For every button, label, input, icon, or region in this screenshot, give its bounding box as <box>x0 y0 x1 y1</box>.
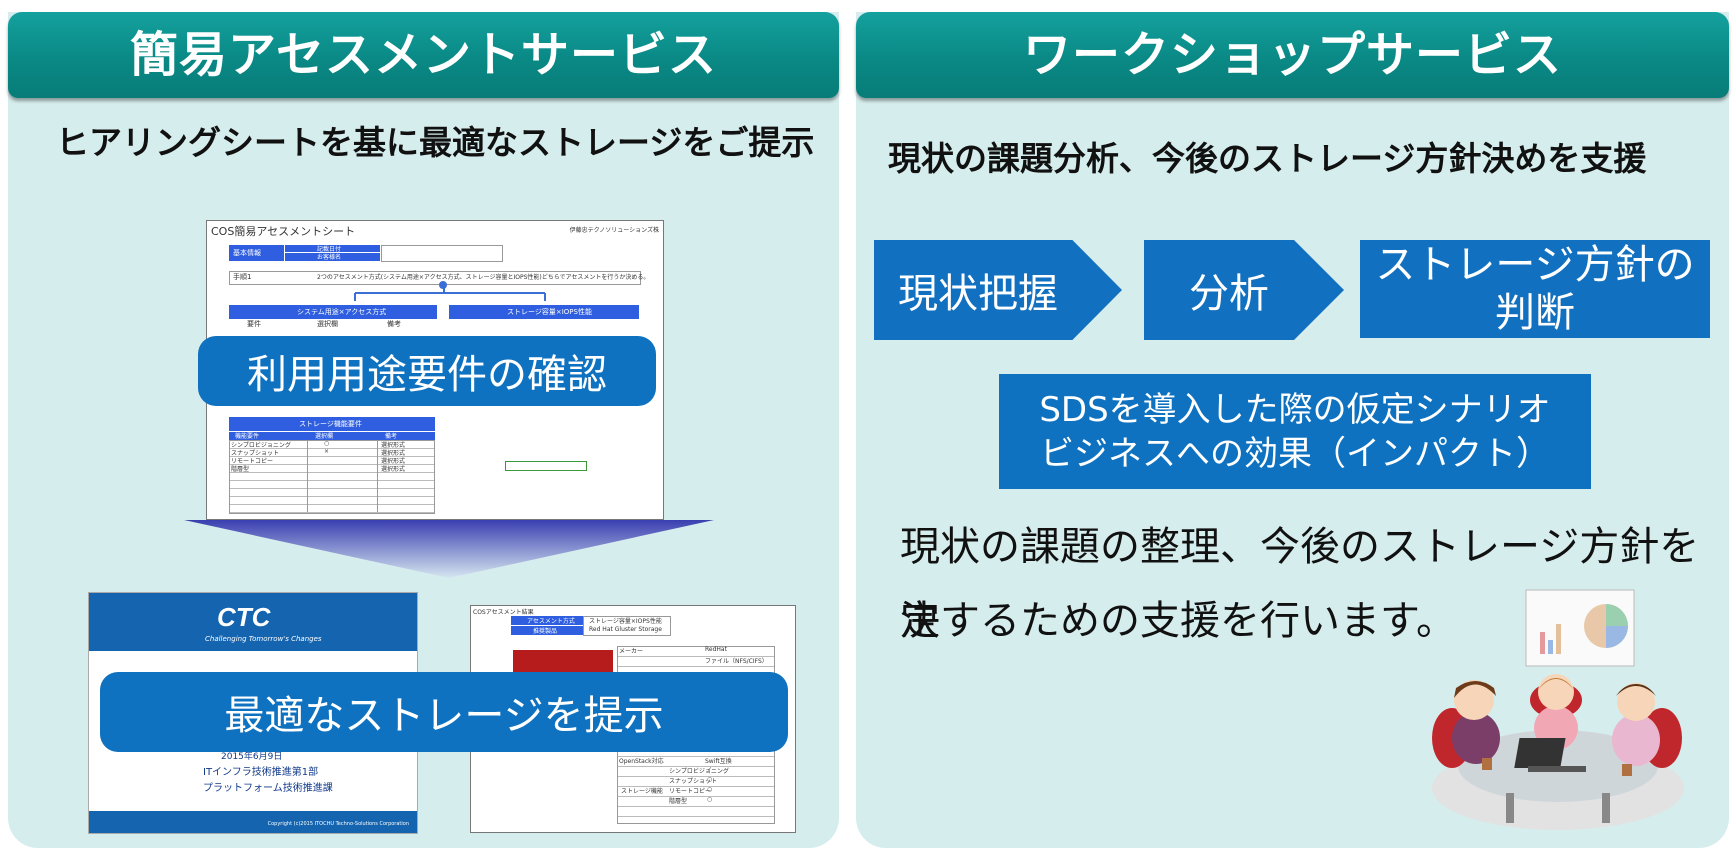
func-row-4-note: 選択形式 <box>381 466 406 473</box>
result-title: COSアセスメント結果 <box>473 609 534 616</box>
workshop-description-line1: 現状の課題の整理、今後のストレージ方針を決 <box>900 524 1700 644</box>
optimal-storage-callout: 最適なストレージを提示 <box>100 672 788 752</box>
result-mark-4: ○ <box>707 796 713 803</box>
down-arrow-icon <box>184 520 714 578</box>
sheet-title: COS簡易アセスメントシート <box>211 225 356 238</box>
report-date: 2015年6月9日 <box>221 752 283 762</box>
result-file-label: ファイル（NFS/CIFS） <box>705 658 768 665</box>
func-row-3-note: 選択形式 <box>381 458 406 465</box>
func-row-1-note: 選択形式 <box>381 442 406 449</box>
ctc-logo: CTC <box>217 602 271 632</box>
sheet-table-right-title: ストレージ容量×IOPS性能 <box>507 308 592 316</box>
result-func-label: ストレージ機能 <box>621 788 663 795</box>
func-row-1: シンプロビジョニング <box>231 442 291 449</box>
step-policy-decision: ストレージ方針の 判断 <box>1360 240 1710 338</box>
step-policy-line2: 判断 <box>1495 290 1575 336</box>
result-product-label: 推奨製品 <box>533 628 558 635</box>
func-row-4: 階層型 <box>231 466 250 473</box>
func-table-title: ストレージ機能要件 <box>299 420 362 428</box>
sheet-date-label: 記載日付 <box>317 246 342 253</box>
sheet-col-select: 選択欄 <box>317 320 338 328</box>
func-row-3: リモートコピー <box>231 458 274 465</box>
sheet-col-note: 備考 <box>387 320 401 328</box>
sheet-step: 手順1 <box>233 273 252 281</box>
result-mark-2: ○ <box>707 776 713 783</box>
report-dept1: ITインフラ技術推進第1部 <box>203 767 319 778</box>
scenario-line1: SDSを導入した際の仮定シナリオ <box>1039 389 1551 430</box>
assessment-panel: 簡易アセスメントサービス ヒアリングシートを基に最適なストレージをご提示 COS… <box>8 12 839 848</box>
func-row-2: スナップショット <box>231 450 280 457</box>
sheet-customer-label: お客様名 <box>317 254 342 261</box>
func-col-1: 機能要件 <box>235 433 260 440</box>
result-method-label: アセスメント方式 <box>527 618 575 625</box>
func-row-2-note: 選択形式 <box>381 450 406 457</box>
assessment-header: 簡易アセスメントサービス <box>8 12 839 98</box>
result-func-2: スナップショット <box>669 778 718 785</box>
result-func-1: シンプロビジョニング <box>669 768 729 775</box>
result-func-4: 階層型 <box>669 798 688 805</box>
sheet-table-left-title: システム用途×アクセス方式 <box>297 308 387 316</box>
result-product-value: Red Hat Gluster Storage <box>589 626 662 633</box>
result-openstack-value: Swift互換 <box>705 758 732 765</box>
workshop-header: ワークショップサービス <box>856 12 1729 98</box>
ctc-tagline: Challenging Tomorrow's Changes <box>205 635 322 643</box>
func-col-3: 備考 <box>385 433 398 440</box>
scenario-line2: ビジネスへの効果（インパクト） <box>1040 433 1550 474</box>
func-row-2-mark: × <box>324 448 330 455</box>
sheet-basic-info: 基本情報 <box>233 249 261 257</box>
func-row-1-mark: ○ <box>324 440 330 447</box>
result-openstack-label: OpenStack対応 <box>619 758 664 765</box>
meeting-illustration <box>1432 589 1684 830</box>
result-func-3: リモートコピー <box>669 788 712 795</box>
result-method-value: ストレージ容量×IOPS性能 <box>589 618 662 625</box>
step-analysis: 分析 <box>1144 240 1344 340</box>
func-col-2: 選択欄 <box>315 433 334 440</box>
report-dept2: プラットフォーム技術推進課 <box>203 783 333 794</box>
step-policy-line1: ストレージ方針の <box>1375 242 1695 288</box>
result-mark-3: ○ <box>707 786 713 793</box>
scenario-box: SDSを導入した際の仮定シナリオ ビジネスへの効果（インパクト） <box>999 374 1591 489</box>
result-mark-1: ✓ <box>707 766 713 773</box>
usage-requirement-callout: 利用用途要件の確認 <box>198 336 656 406</box>
report-copyright: Copyright (c)2015 ITOCHU Techno-Solution… <box>267 821 409 827</box>
sheet-col-req: 要件 <box>247 320 261 328</box>
workshop-subtitle: 現状の課題分析、今後のストレージ方針決めを支援 <box>888 139 1647 178</box>
step-current-state: 現状把握 <box>874 240 1122 340</box>
workshop-panel: ワークショップサービス 現状の課題分析、今後のストレージ方針決めを支援 現状把握… <box>856 12 1729 848</box>
sheet-step-text: 2つのアセスメント方式(システム用途×アクセス方式、ストレージ容量とIOPS性能… <box>317 274 650 281</box>
result-maker-label: メーカー <box>619 648 644 655</box>
workshop-description-line2: 定するための支援を行います。 <box>900 598 1456 644</box>
result-maker-value: RedHat <box>705 646 727 653</box>
sheet-corner: 伊藤忠テクノソリューションズ株 <box>569 227 659 234</box>
assessment-subtitle: ヒアリングシートを基に最適なストレージをご提示 <box>56 123 815 162</box>
